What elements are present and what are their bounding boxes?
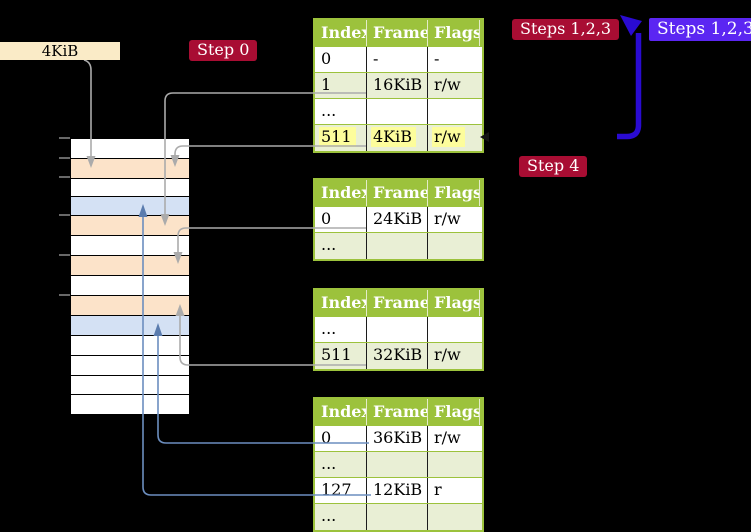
table-cell: r/w	[434, 209, 461, 228]
table-header-cell: Frame	[367, 399, 428, 425]
table-row: ...	[315, 99, 482, 125]
table-cell: 511	[315, 125, 367, 151]
table-cell: ...	[315, 99, 367, 124]
memory-tick-marks	[59, 137, 70, 296]
memory-frame-row-peach	[71, 256, 189, 276]
table-header-cell: Frame	[367, 180, 428, 206]
table-cell: 511	[315, 343, 367, 369]
highlighted-value: r/w	[432, 127, 465, 147]
frame-size-label: 4KiB	[0, 42, 120, 60]
table-cell: 0	[315, 426, 367, 451]
table-cell: 32KiB	[367, 343, 428, 369]
table-header-cell: Flags	[428, 290, 480, 316]
memory-frame-row-white	[71, 276, 189, 296]
table-cell	[367, 504, 428, 530]
table-cell: 16KiB	[367, 73, 428, 98]
step4-badge: Step 4	[519, 156, 588, 177]
memory-frame-row-blue	[71, 316, 189, 336]
table-cell	[428, 99, 480, 124]
steps-loop-arrow-shaft	[617, 33, 642, 140]
table-header-cell: Index	[315, 290, 367, 316]
table-row: ...	[315, 504, 482, 530]
table-cell: 24KiB	[367, 207, 428, 232]
table-cell: 36KiB	[367, 426, 428, 451]
table-cell: r/w	[434, 428, 461, 447]
table-cell: r	[434, 480, 442, 499]
memory-frame-row-blue	[71, 197, 189, 216]
table-cell	[428, 504, 480, 530]
frame-size-text: 4KiB	[41, 42, 79, 60]
table-header-cell: Flags	[428, 399, 480, 425]
table-cell: -	[367, 47, 428, 72]
table-header-cell: Index	[315, 180, 367, 206]
table-cell: ...	[315, 504, 367, 530]
memory-frame-row-peach	[71, 216, 189, 236]
steps1234-badge: Steps 1,2,3,4	[649, 18, 751, 41]
table-cell: 1	[315, 73, 367, 98]
highlighted-value: 511	[319, 127, 356, 147]
table-cell	[428, 452, 480, 477]
table-header-cell: Frame	[367, 290, 428, 316]
memory-frame-row-peach	[71, 159, 189, 179]
memory-frame-row-white	[71, 236, 189, 256]
arrowhead-up-left-icon	[620, 15, 642, 36]
table-cell: -	[434, 49, 440, 68]
table-cell: r/w	[434, 345, 461, 364]
table-header-cell: Index	[315, 399, 367, 425]
memory-frame-row-white	[71, 376, 189, 395]
table-cell	[367, 99, 428, 124]
table-cell: ...	[315, 233, 367, 259]
memory-frame-row-white	[71, 336, 189, 356]
table-cell	[428, 233, 480, 259]
steps-loop-arrow	[617, 15, 642, 140]
table-cell: 0	[315, 207, 367, 232]
step0-badge: Step 0	[189, 40, 258, 61]
table-row: ...	[315, 317, 482, 343]
table-cell	[367, 317, 428, 342]
table-row: ...	[315, 233, 482, 259]
table-row: 511 4KiB r/w	[315, 125, 482, 151]
table-header-cell: Frame	[367, 20, 428, 46]
memory-frame-row-white	[71, 139, 189, 159]
table-cell: 127	[315, 478, 367, 503]
table-cell	[367, 452, 428, 477]
table-cell: ...	[315, 317, 367, 342]
table-cell: 12KiB	[367, 478, 428, 503]
table-cell	[428, 317, 480, 342]
memory-frame-row-white	[71, 356, 189, 376]
table-cell: 0	[315, 47, 367, 72]
table-row: ...	[315, 452, 482, 478]
physical-memory-column	[70, 138, 190, 414]
table-cell	[367, 233, 428, 259]
table-header-cell: Flags	[428, 180, 480, 206]
highlighted-value: 4KiB	[371, 127, 417, 147]
memory-frame-row-white	[71, 179, 189, 197]
table-header-cell: Flags	[428, 20, 480, 46]
table-header-cell: Index	[315, 20, 367, 46]
memory-frame-row-white	[71, 395, 189, 414]
table-cell: r/w	[428, 125, 480, 151]
table-row: 0--	[315, 47, 482, 73]
table-cell: ...	[315, 452, 367, 477]
table-cell: r/w	[434, 75, 461, 94]
table-cell: 4KiB	[367, 125, 428, 151]
steps123-badge: Steps 1,2,3	[512, 19, 620, 40]
memory-frame-row-peach	[71, 296, 189, 316]
